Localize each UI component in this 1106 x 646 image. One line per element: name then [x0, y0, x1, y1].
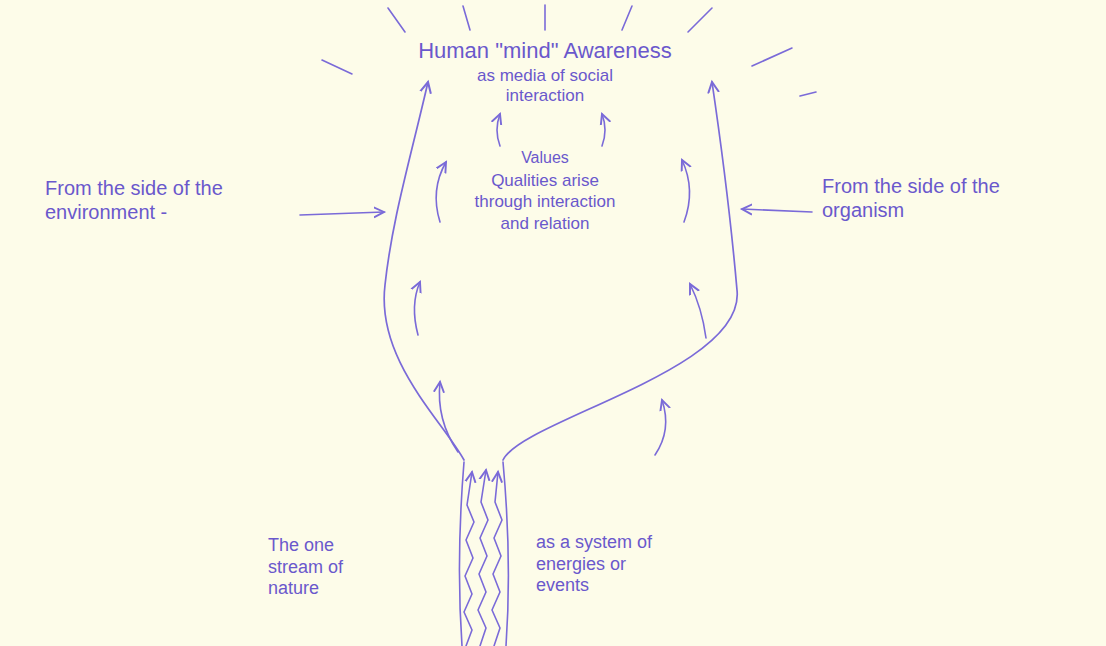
- ray-line: [800, 92, 816, 96]
- inner-arrow: [655, 400, 666, 455]
- inner-arrow: [439, 382, 458, 452]
- bulb-outline-side: [503, 82, 737, 460]
- ray-line: [688, 8, 712, 32]
- stream-line: [478, 470, 488, 646]
- awareness-note: as media of social interaction: [470, 66, 620, 107]
- side-note: From the side of the environment -: [45, 176, 240, 224]
- side-note: From the side of the organism: [822, 174, 1022, 222]
- stream-note: The one stream of nature: [268, 535, 378, 600]
- organism-arrow: [742, 209, 812, 212]
- inner-arrow: [690, 284, 706, 338]
- bulb-outline-side: [384, 82, 464, 460]
- inserted-word: Values: [470, 148, 620, 168]
- stream-line: [492, 472, 502, 646]
- ray-line: [622, 6, 632, 30]
- inner-arrow: [436, 162, 446, 222]
- inner-arrow: [414, 282, 420, 335]
- ray-line: [388, 8, 405, 32]
- ray-line: [752, 48, 792, 66]
- stem-outline: [503, 462, 508, 646]
- stem-outline: [459, 462, 464, 646]
- bulb-outline: [370, 60, 760, 460]
- rising-arrow: [497, 114, 500, 146]
- ray-line: [544, 5, 546, 30]
- rising-arrow: [602, 114, 605, 146]
- environment-arrow: [300, 212, 384, 215]
- awareness-heading: Human "mind" Awareness: [395, 38, 695, 64]
- ray-line: [463, 6, 470, 30]
- bulb-text-group: ValuesQualities arise through interactio…: [470, 148, 620, 236]
- stream-line: [464, 472, 474, 646]
- inner-arrow: [682, 160, 690, 222]
- bulb-shape: ValuesQualities arise through interactio…: [370, 60, 760, 460]
- stream-note: as a system of energies or events: [536, 532, 671, 597]
- ray-line: [322, 60, 352, 74]
- bulb-text: Qualities arise through interaction and …: [470, 170, 620, 234]
